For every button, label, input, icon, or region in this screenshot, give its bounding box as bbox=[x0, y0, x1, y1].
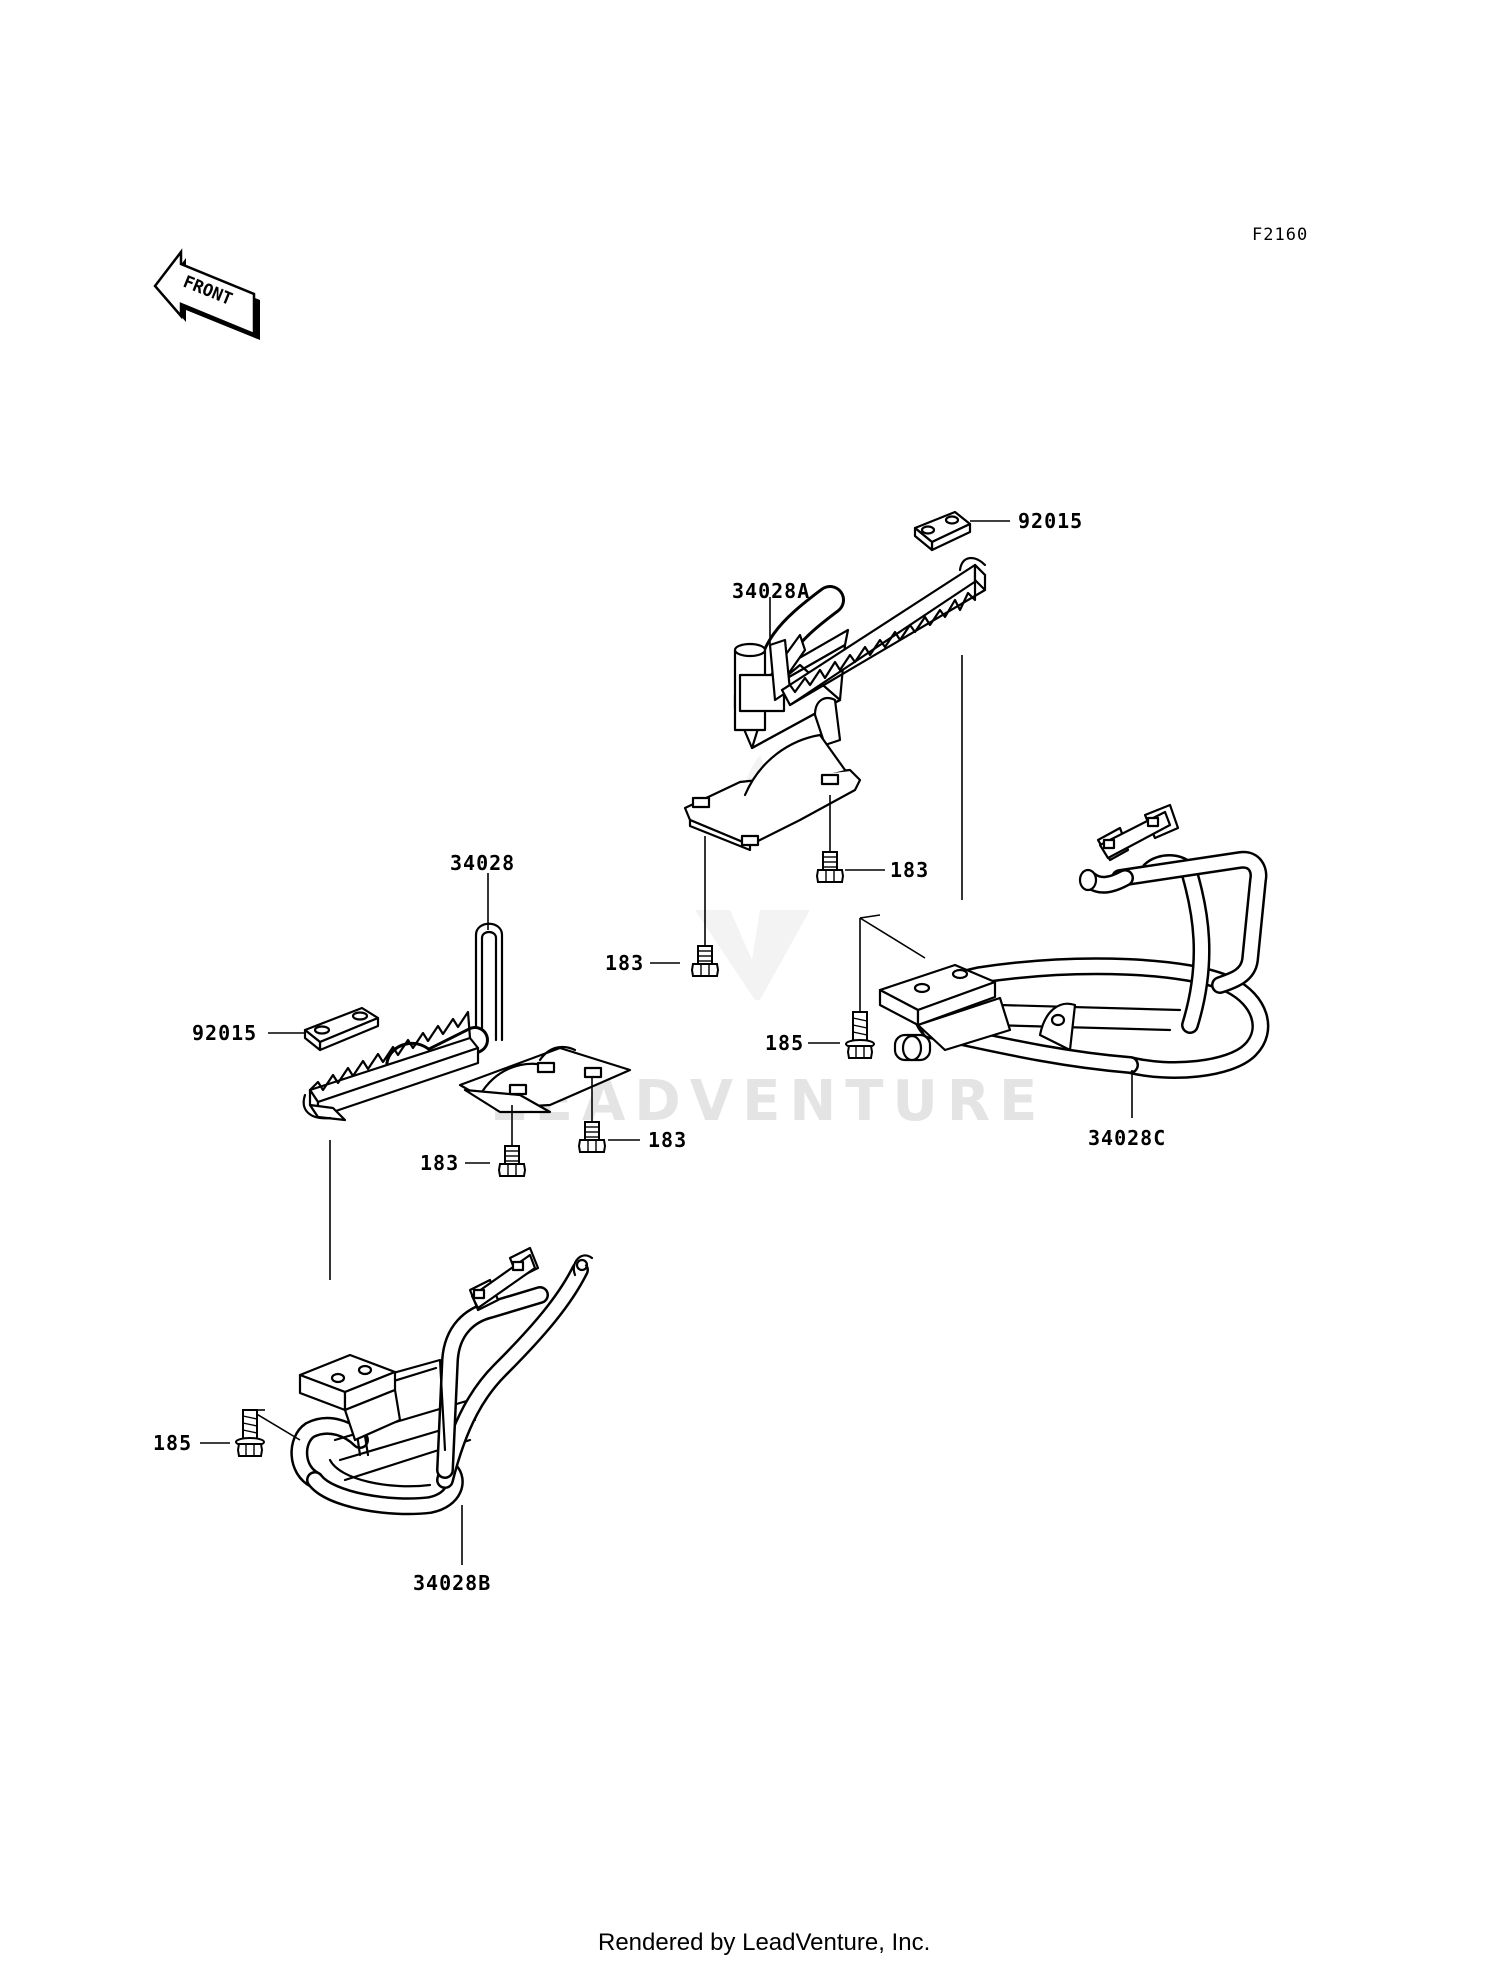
label-34028c: 34028C bbox=[1088, 1126, 1166, 1150]
footer-credit: Rendered by LeadVenture, Inc. bbox=[598, 1929, 930, 1956]
bolt-185-right bbox=[845, 1011, 875, 1059]
guard-34028c bbox=[878, 803, 1270, 1079]
bolt-185-left bbox=[235, 1409, 265, 1457]
label-34028b: 34028B bbox=[413, 1571, 491, 1595]
bolt-183-right-2 bbox=[816, 851, 844, 883]
label-92015-right: 92015 bbox=[1018, 509, 1083, 533]
label-92015-left: 92015 bbox=[192, 1021, 257, 1045]
bolt-183-left-1 bbox=[498, 1145, 526, 1177]
footrest-34028 bbox=[302, 922, 632, 1122]
label-183-right-2: 183 bbox=[890, 858, 929, 882]
diagram-code: F2160 bbox=[1252, 225, 1308, 245]
label-183-left-2: 183 bbox=[648, 1128, 687, 1152]
footrest-34028a bbox=[683, 557, 987, 852]
label-34028a: 34028A bbox=[732, 579, 810, 603]
label-183-right-1: 183 bbox=[605, 951, 644, 975]
footrest-pad-left bbox=[303, 1006, 380, 1052]
footrest-pad-right bbox=[913, 510, 972, 552]
front-arrow-icon: FRONT bbox=[153, 248, 260, 340]
label-183-left-1: 183 bbox=[420, 1151, 459, 1175]
label-34028: 34028 bbox=[450, 851, 515, 875]
label-185-left: 185 bbox=[153, 1431, 192, 1455]
bolt-183-right-1 bbox=[691, 945, 719, 977]
label-185-right: 185 bbox=[765, 1031, 804, 1055]
guard-34028b bbox=[290, 1246, 594, 1516]
